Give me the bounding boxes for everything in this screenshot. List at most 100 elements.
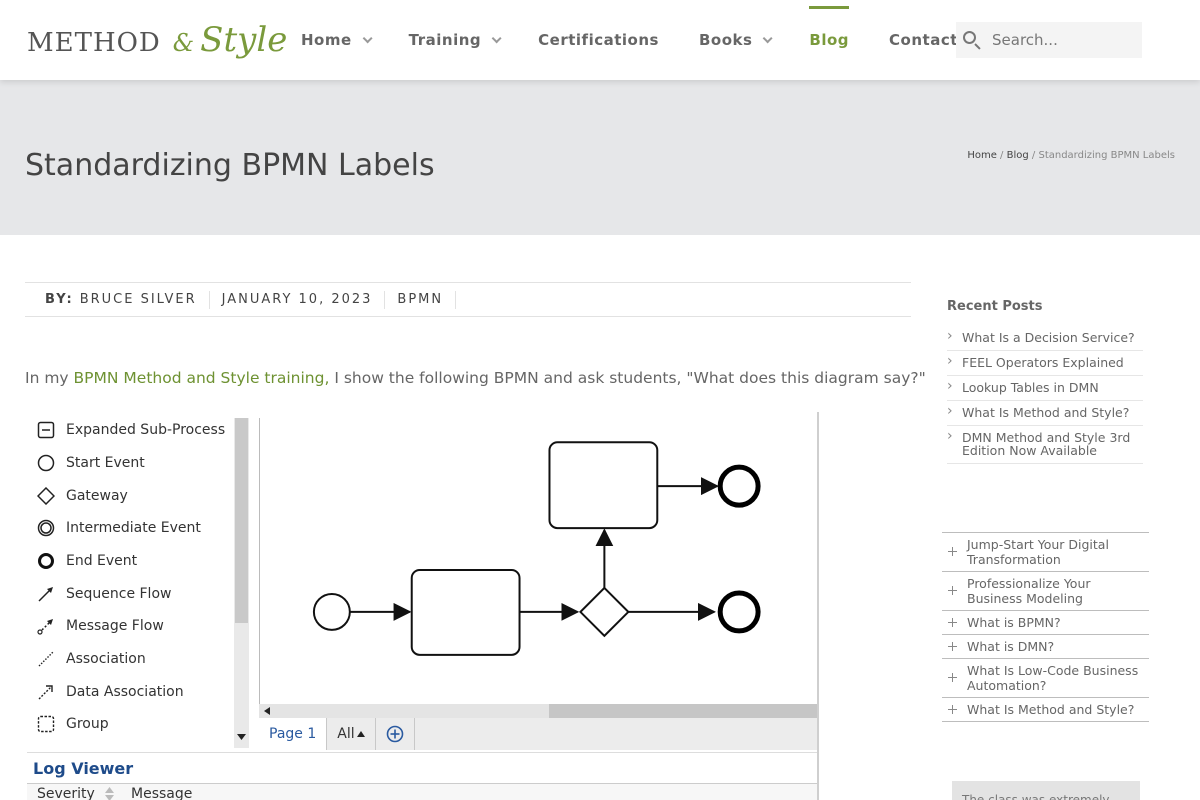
- start-event-shape[interactable]: [312, 592, 351, 631]
- training-link[interactable]: BPMN Method and Style training,: [73, 369, 330, 387]
- nav-certifications[interactable]: Certifications: [538, 0, 659, 80]
- plus-icon: [948, 704, 957, 714]
- recent-posts-list: What Is a Decision Service? FEEL Operato…: [947, 326, 1143, 464]
- plus-icon: [948, 641, 957, 651]
- nav-training[interactable]: Training: [408, 0, 502, 80]
- recent-post-link[interactable]: What Is Method and Style?: [947, 401, 1143, 426]
- log-viewer-title: Log Viewer: [33, 759, 134, 778]
- expandable-topic[interactable]: What is BPMN?: [942, 611, 1149, 635]
- page-tabs: Page 1 All: [259, 718, 817, 750]
- log-col-message[interactable]: Message: [131, 786, 193, 800]
- author-label: BY:: [45, 292, 74, 307]
- palette-label: Group: [66, 716, 109, 732]
- palette-item: Sequence Flow: [37, 584, 171, 604]
- recent-posts-title: Recent Posts: [947, 299, 1043, 314]
- author-name[interactable]: BRUCE SILVER: [79, 292, 197, 307]
- page-title: Standardizing BPMN Labels: [25, 148, 435, 183]
- task-shape[interactable]: [410, 568, 521, 656]
- topic-label: What Is Low-Code Business Automation?: [967, 663, 1139, 693]
- task-shape[interactable]: [548, 441, 659, 530]
- post-author: BY: BRUCE SILVER: [25, 290, 210, 309]
- start-event-icon: [37, 454, 55, 472]
- breadcrumb-home[interactable]: Home: [967, 150, 997, 161]
- message-flow-icon: [37, 619, 53, 635]
- expandable-topic[interactable]: What Is Method and Style?: [942, 698, 1149, 722]
- nav-books-label: Books: [698, 31, 753, 49]
- end-event-shape[interactable]: [717, 464, 761, 508]
- post-intro: In my BPMN Method and Style training, I …: [25, 369, 926, 387]
- recent-post-link[interactable]: FEEL Operators Explained: [947, 351, 1143, 376]
- add-page-button[interactable]: [375, 718, 415, 750]
- canvas-scroll-thumb[interactable]: [549, 704, 817, 718]
- log-viewer: Log Viewer Severity Message: [27, 752, 817, 800]
- caret-up-icon: [356, 731, 365, 737]
- sort-icon[interactable]: [105, 787, 114, 800]
- palette-item: Message Flow: [37, 616, 164, 636]
- palette-item: Expanded Sub-Process: [37, 420, 225, 440]
- palette-label: Expanded Sub-Process: [66, 422, 226, 438]
- plus-icon: [948, 673, 957, 682]
- shape-palette: Expanded Sub-Process Start Event Gateway…: [27, 412, 259, 750]
- palette-item: End Event: [37, 551, 137, 571]
- palette-label: Data Association: [66, 684, 184, 700]
- site-header: METHOD & Style Home Training Certificati…: [0, 0, 1200, 80]
- site-logo[interactable]: METHOD & Style: [27, 16, 287, 64]
- nav-training-label: Training: [408, 31, 482, 49]
- gateway-shape[interactable]: [579, 586, 630, 638]
- intro-text-before: In my: [25, 369, 74, 387]
- recent-post-link[interactable]: DMN Method and Style 3rd Edition Now Ava…: [947, 426, 1143, 464]
- post-date: JANUARY 10, 2023: [210, 290, 386, 309]
- nav-home-label: Home: [301, 31, 352, 49]
- palette-label: End Event: [66, 553, 138, 569]
- search-icon[interactable]: [956, 22, 984, 58]
- recent-post-link[interactable]: Lookup Tables in DMN: [947, 376, 1143, 401]
- palette-item: Association: [37, 649, 146, 669]
- palette-item: Data Association: [37, 682, 184, 702]
- nav-books[interactable]: Books: [698, 0, 773, 80]
- post-category[interactable]: BPMN: [385, 290, 457, 309]
- expandable-topic[interactable]: Jump-Start Your Digital Transformation: [942, 533, 1149, 572]
- palette-label: Message Flow: [66, 618, 164, 634]
- nav-blog[interactable]: Blog: [809, 0, 849, 80]
- topic-label: What Is Method and Style?: [967, 702, 1135, 717]
- expandable-topic[interactable]: What is DMN?: [942, 635, 1149, 659]
- post-meta: BY: BRUCE SILVER JANUARY 10, 2023 BPMN: [25, 282, 911, 317]
- palette-label: Association: [66, 651, 146, 667]
- plus-icon: [948, 586, 957, 595]
- add-page-icon: [386, 725, 403, 743]
- topic-label: Professionalize Your Business Modeling: [967, 576, 1091, 606]
- nav-contact-label: Contact: [889, 31, 958, 49]
- logo-word: METHOD: [27, 28, 161, 58]
- palette-label: Sequence Flow: [66, 586, 172, 602]
- expandable-topic[interactable]: What Is Low-Code Business Automation?: [942, 659, 1149, 698]
- expandable-topic[interactable]: Professionalize Your Business Modeling: [942, 572, 1149, 611]
- expandable-topics-list: Jump-Start Your Digital Transformation P…: [942, 532, 1149, 722]
- log-header-row: Severity Message: [27, 783, 817, 800]
- palette-item: Start Event: [37, 453, 145, 473]
- breadcrumb-sep: /: [1000, 150, 1004, 161]
- palette-scroll-thumb[interactable]: [235, 418, 248, 623]
- tab-page-1[interactable]: Page 1: [259, 718, 328, 750]
- breadcrumb-blog[interactable]: Blog: [1006, 150, 1029, 161]
- sequence-flow-icon: [38, 587, 53, 602]
- log-col-severity[interactable]: Severity: [37, 786, 95, 800]
- scroll-left-arrow-icon[interactable]: [264, 707, 270, 715]
- nav-home[interactable]: Home: [301, 0, 373, 80]
- recent-post-link[interactable]: What Is a Decision Service?: [947, 326, 1143, 351]
- logo-ampersand: &: [172, 29, 195, 57]
- tab-all[interactable]: All: [327, 718, 376, 750]
- palette-label: Gateway: [66, 488, 128, 504]
- nav-contact[interactable]: Contact: [889, 0, 958, 80]
- palette-label: Start Event: [66, 455, 145, 471]
- search-box: [956, 22, 1142, 58]
- tab-all-label: All: [337, 726, 355, 742]
- group-icon: [37, 715, 55, 733]
- end-event-shape[interactable]: [717, 590, 761, 634]
- search-input[interactable]: [992, 31, 1142, 49]
- chevron-down-icon: [362, 32, 373, 43]
- plus-icon: [948, 617, 957, 627]
- canvas-hscrollbar[interactable]: [259, 704, 817, 718]
- intermediate-event-icon: [37, 519, 55, 537]
- scroll-down-arrow-icon[interactable]: [237, 734, 246, 740]
- palette-scrollbar[interactable]: [234, 418, 249, 748]
